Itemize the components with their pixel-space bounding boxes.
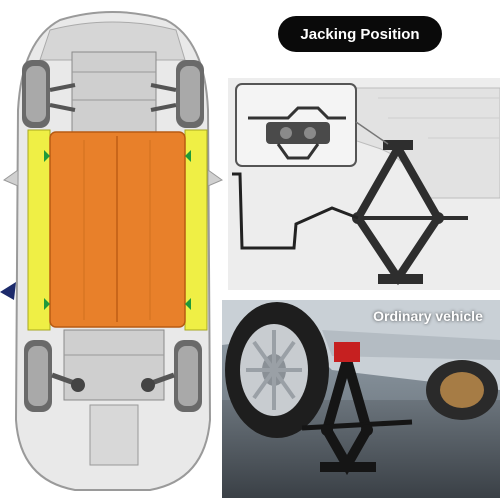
car-underbody-illustration bbox=[0, 0, 225, 500]
scissor-jack-drawing bbox=[352, 139, 468, 286]
ordinary-vehicle-photo bbox=[222, 300, 500, 498]
jack-point-marker-front-right bbox=[185, 150, 191, 162]
jack-crank-handle bbox=[232, 172, 359, 250]
side-arrow-icon bbox=[0, 282, 16, 300]
jacking-position-badge: Jacking Position bbox=[278, 16, 442, 52]
right-rocker-highlight bbox=[184, 129, 208, 331]
jack-point-marker-front-left bbox=[44, 150, 50, 162]
jack-point-marker-rear-left bbox=[44, 298, 50, 310]
jack-point-marker-rear-right bbox=[185, 298, 191, 310]
scissor-jack-photo bbox=[301, 341, 413, 476]
jack-diagram bbox=[228, 78, 500, 290]
photo-caption: Ordinary vehicle bbox=[373, 308, 483, 324]
left-rocker-highlight bbox=[27, 129, 51, 331]
